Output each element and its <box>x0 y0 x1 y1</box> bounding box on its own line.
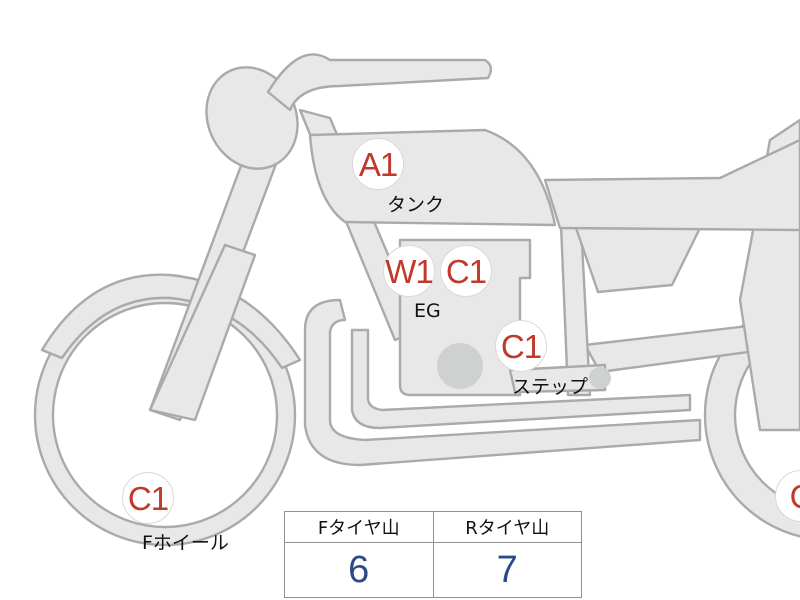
marker-engine-code-c1: C1 <box>440 245 492 297</box>
rear-tire-tread-value: 7 <box>432 542 582 598</box>
marker-step-code: C1 <box>495 320 547 372</box>
seat <box>543 138 800 232</box>
rear-tire-tread-header: Rタイヤ山 <box>432 511 582 543</box>
marker-tank-label: タンク <box>387 194 445 216</box>
exhaust-upper <box>303 298 702 467</box>
table-value-row: 6 7 <box>284 542 582 598</box>
side-cover <box>573 223 702 294</box>
marker-engine-label: EG <box>414 300 441 322</box>
marker-tank-code: A1 <box>352 138 404 190</box>
marker-front-wheel-label: Fホイール <box>142 532 229 554</box>
handlebar <box>266 53 493 112</box>
table-header-row: Fタイヤ山 Rタイヤ山 <box>284 511 582 543</box>
fork-lower <box>148 243 257 422</box>
footrest <box>508 363 611 394</box>
marker-engine-code-w1: W1 <box>383 245 435 297</box>
front-tire-tread-header: Fタイヤ山 <box>284 511 434 543</box>
tire-tread-table: Fタイヤ山 Rタイヤ山 6 7 <box>284 511 582 598</box>
marker-front-wheel-code: C1 <box>122 472 174 524</box>
front-tire-tread-value: 6 <box>284 542 434 598</box>
exhaust-lower <box>350 328 692 430</box>
marker-step-label: ステップ <box>512 376 589 398</box>
